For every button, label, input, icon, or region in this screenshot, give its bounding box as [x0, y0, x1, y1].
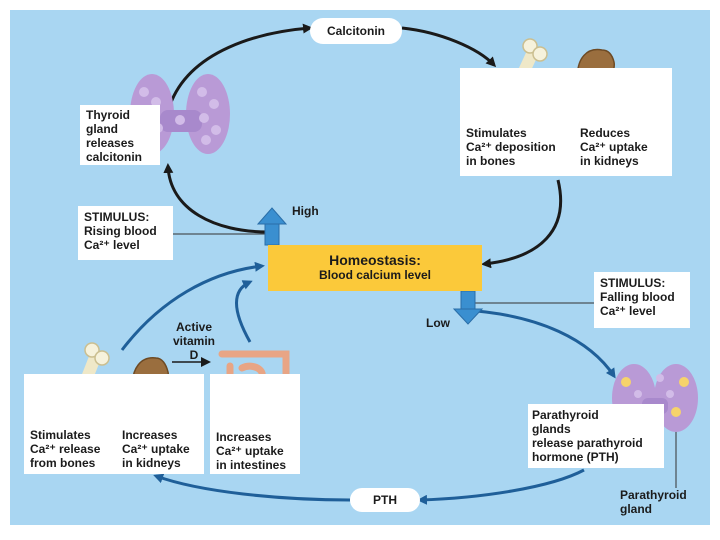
stimulates-bone-release-label: Stimulates Ca²⁺ release from bones [30, 428, 101, 470]
active-vitamin-d-label: Active vitamin D [172, 320, 215, 362]
diagram-canvas: Calcitonin Thyroid gland releases calcit… [10, 10, 710, 525]
parathyroid-box [528, 404, 664, 468]
stimulus-rising-box [78, 206, 173, 260]
arrow-calcitonin-to-targets [401, 26, 497, 68]
parathyroid-gland-label: Parathyroid gland [620, 488, 687, 516]
pth-label: PTH [350, 488, 420, 512]
homeostasis-subtitle: Blood calcium level [318, 268, 432, 282]
upper-targets-box [460, 68, 672, 176]
thyroid-box [80, 105, 160, 165]
homeostasis-title: Homeostasis: [329, 252, 421, 268]
arrow-targets-to-homeostasis [481, 179, 563, 269]
arrow-intestines-to-homeostasis [235, 280, 253, 343]
intestines-box [210, 374, 300, 474]
arrow-high-to-thyroid [163, 163, 269, 234]
arrow-low-to-parathyroid [464, 308, 616, 379]
high-label: High [292, 204, 319, 218]
high-arrow [256, 207, 288, 246]
arrow-parathyroid-to-pth [417, 468, 585, 505]
stimulates-bone-deposition-label: Stimulates Ca²⁺ deposition in bones [466, 126, 556, 168]
stimulus-rising-label: STIMULUS: Rising blood Ca²⁺ level [84, 210, 157, 252]
arrow-bones-to-homeostasis [120, 261, 265, 351]
reduces-kidney-uptake-label: Reduces Ca²⁺ uptake in kidneys [580, 126, 648, 168]
homeostasis-box: Homeostasis: Blood calcium level [268, 245, 482, 291]
low-arrow [452, 290, 484, 325]
arrow-thyroid-to-calcitonin [168, 23, 313, 106]
increases-intestine-uptake-label: Increases Ca²⁺ uptake in intestines [216, 430, 287, 472]
calcitonin-label: Calcitonin [310, 18, 402, 44]
stimulus-falling-box [594, 272, 690, 328]
thyroid-label: Thyroid gland releases calcitonin [86, 108, 143, 164]
increases-kidney-uptake-label: Increases Ca²⁺ uptake in kidneys [122, 428, 190, 470]
parathyroid-glands-label: Parathyroid glands release parathyroid h… [532, 408, 643, 464]
arrow-pth-to-kidneys [153, 473, 351, 502]
stimulus-falling-label: STIMULUS: Falling blood Ca²⁺ level [600, 276, 675, 318]
lower-left-box [24, 374, 204, 474]
low-label: Low [426, 316, 450, 330]
